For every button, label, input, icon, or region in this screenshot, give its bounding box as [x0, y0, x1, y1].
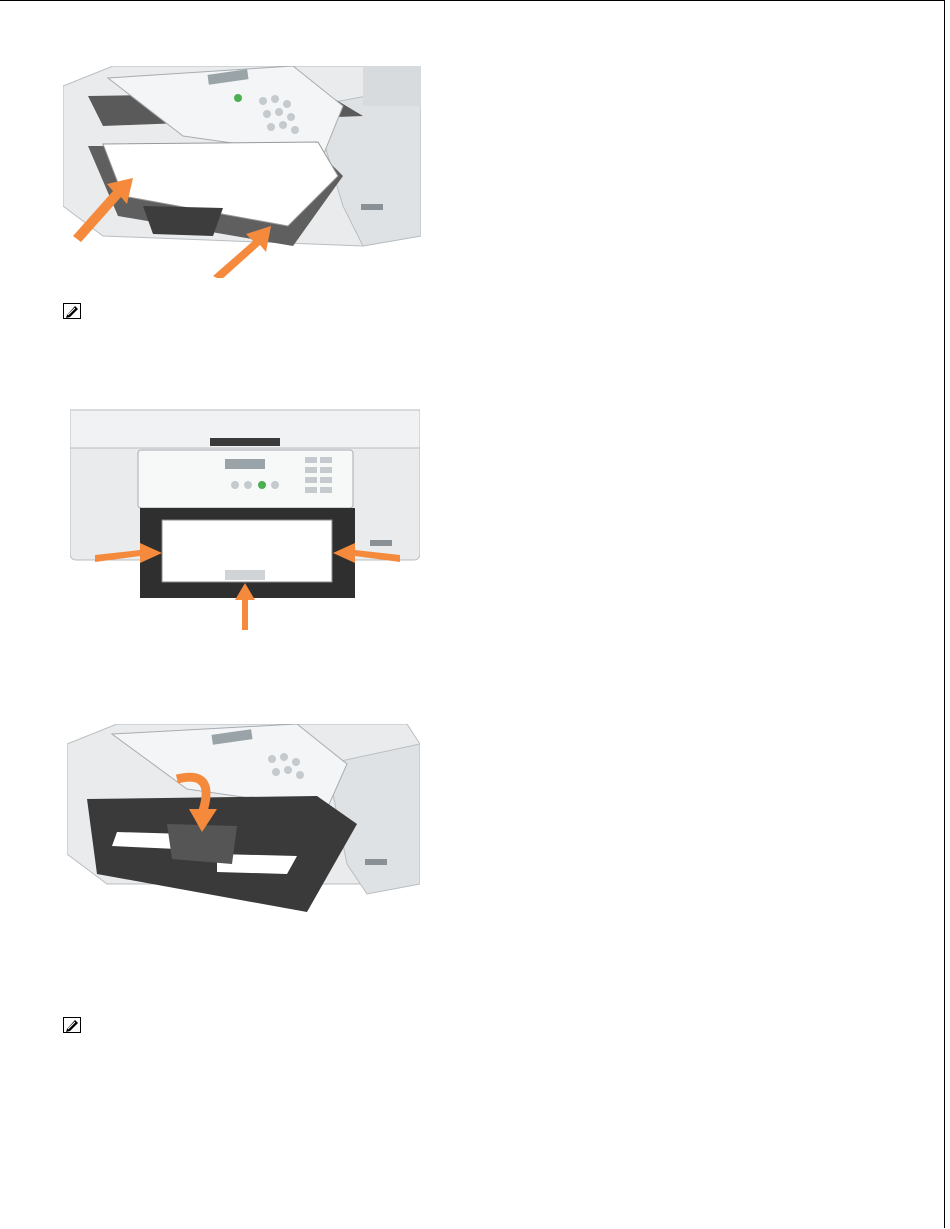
note-pencil-icon: [63, 303, 81, 319]
printer-illustration: [70, 405, 420, 630]
printer-figure-load-paper: [63, 66, 421, 278]
note-pencil-icon: [63, 1017, 81, 1033]
printer-figure-adjust-guides: [70, 405, 420, 630]
printer-illustration: [63, 66, 421, 278]
printer-figure-exit-tray: [67, 724, 420, 912]
printer-illustration: [67, 724, 420, 912]
